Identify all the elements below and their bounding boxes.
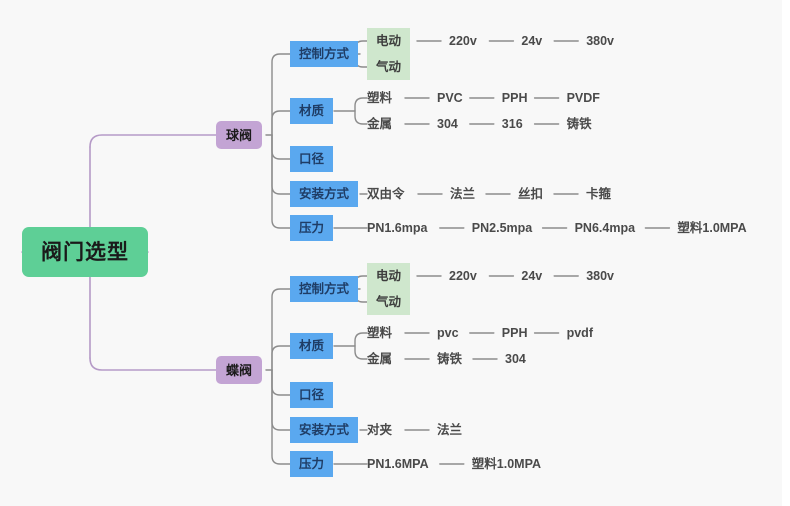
branch-node-ball-valve[interactable]: 球阀	[216, 121, 263, 149]
category-node-install-mode-1[interactable]: 安装方式	[290, 181, 359, 207]
category-node-pressure-2[interactable]: 压力	[290, 451, 334, 477]
leaf-node[interactable]: PN6.4mpa	[574, 220, 636, 235]
leaf-node[interactable]: 304	[505, 351, 526, 366]
category-node-material-1[interactable]: 材质	[290, 98, 334, 124]
category-node-control-mode-1[interactable]: 控制方式	[290, 41, 359, 67]
category-node-pressure-1[interactable]: 压力	[290, 215, 334, 241]
category-node-material-2[interactable]: 材质	[290, 333, 334, 359]
category-node-control-mode-2[interactable]: 控制方式	[290, 276, 359, 302]
leaf-node[interactable]: 电动	[367, 263, 411, 289]
category-node-caliber-1[interactable]: 口径	[290, 146, 334, 172]
category-node-install-mode-2[interactable]: 安装方式	[290, 417, 359, 443]
root-node[interactable]: 阀门选型	[22, 227, 148, 277]
category-node-caliber-2[interactable]: 口径	[290, 382, 334, 408]
leaf-node[interactable]: 金属	[367, 116, 393, 131]
leaf-node[interactable]: 铸铁	[437, 351, 463, 366]
leaf-node[interactable]: 法兰	[437, 422, 463, 437]
leaf-node[interactable]: 塑料1.0MPA	[677, 220, 747, 235]
leaf-node[interactable]: 塑料	[367, 325, 393, 340]
leaf-node[interactable]: 气动	[367, 54, 411, 80]
leaf-node[interactable]: PVC	[437, 90, 463, 105]
leaf-node[interactable]: pvdf	[566, 325, 593, 340]
leaf-node[interactable]: 塑料1.0MPA	[471, 456, 542, 471]
leaf-node[interactable]: 卡箍	[586, 186, 612, 201]
leaf-node[interactable]: PN1.6MPA	[367, 456, 429, 471]
leaf-node[interactable]: 金属	[367, 351, 393, 366]
leaf-node[interactable]: 24v	[521, 268, 543, 283]
branch-node-butterfly-valve[interactable]: 蝶阀	[216, 356, 263, 384]
leaf-node[interactable]: PPH	[501, 325, 528, 340]
leaf-node[interactable]: 气动	[367, 289, 411, 315]
leaf-node[interactable]: 丝扣	[518, 186, 544, 201]
leaf-node[interactable]: 对夹	[367, 422, 393, 437]
leaf-node[interactable]: PN1.6mpa	[367, 220, 428, 235]
leaf-node[interactable]: PN2.5mpa	[471, 220, 533, 235]
leaf-node[interactable]: 380v	[586, 33, 614, 48]
leaf-node[interactable]: 24v	[521, 33, 543, 48]
leaf-node[interactable]: 双由令	[367, 186, 405, 201]
leaf-node[interactable]: 220v	[449, 33, 477, 48]
leaf-node[interactable]: PVDF	[566, 90, 600, 105]
leaf-node[interactable]: 法兰	[450, 186, 476, 201]
leaf-node[interactable]: 316	[501, 116, 523, 131]
leaf-node[interactable]: 220v	[449, 268, 477, 283]
leaf-node[interactable]: 380v	[586, 268, 614, 283]
leaf-node[interactable]: 铸铁	[566, 116, 592, 131]
leaf-node[interactable]: pvc	[437, 325, 459, 340]
leaf-node[interactable]: 塑料	[367, 90, 393, 105]
leaf-node[interactable]: PPH	[501, 90, 528, 105]
leaf-node[interactable]: 电动	[367, 28, 411, 54]
leaf-node[interactable]: 304	[437, 116, 458, 131]
